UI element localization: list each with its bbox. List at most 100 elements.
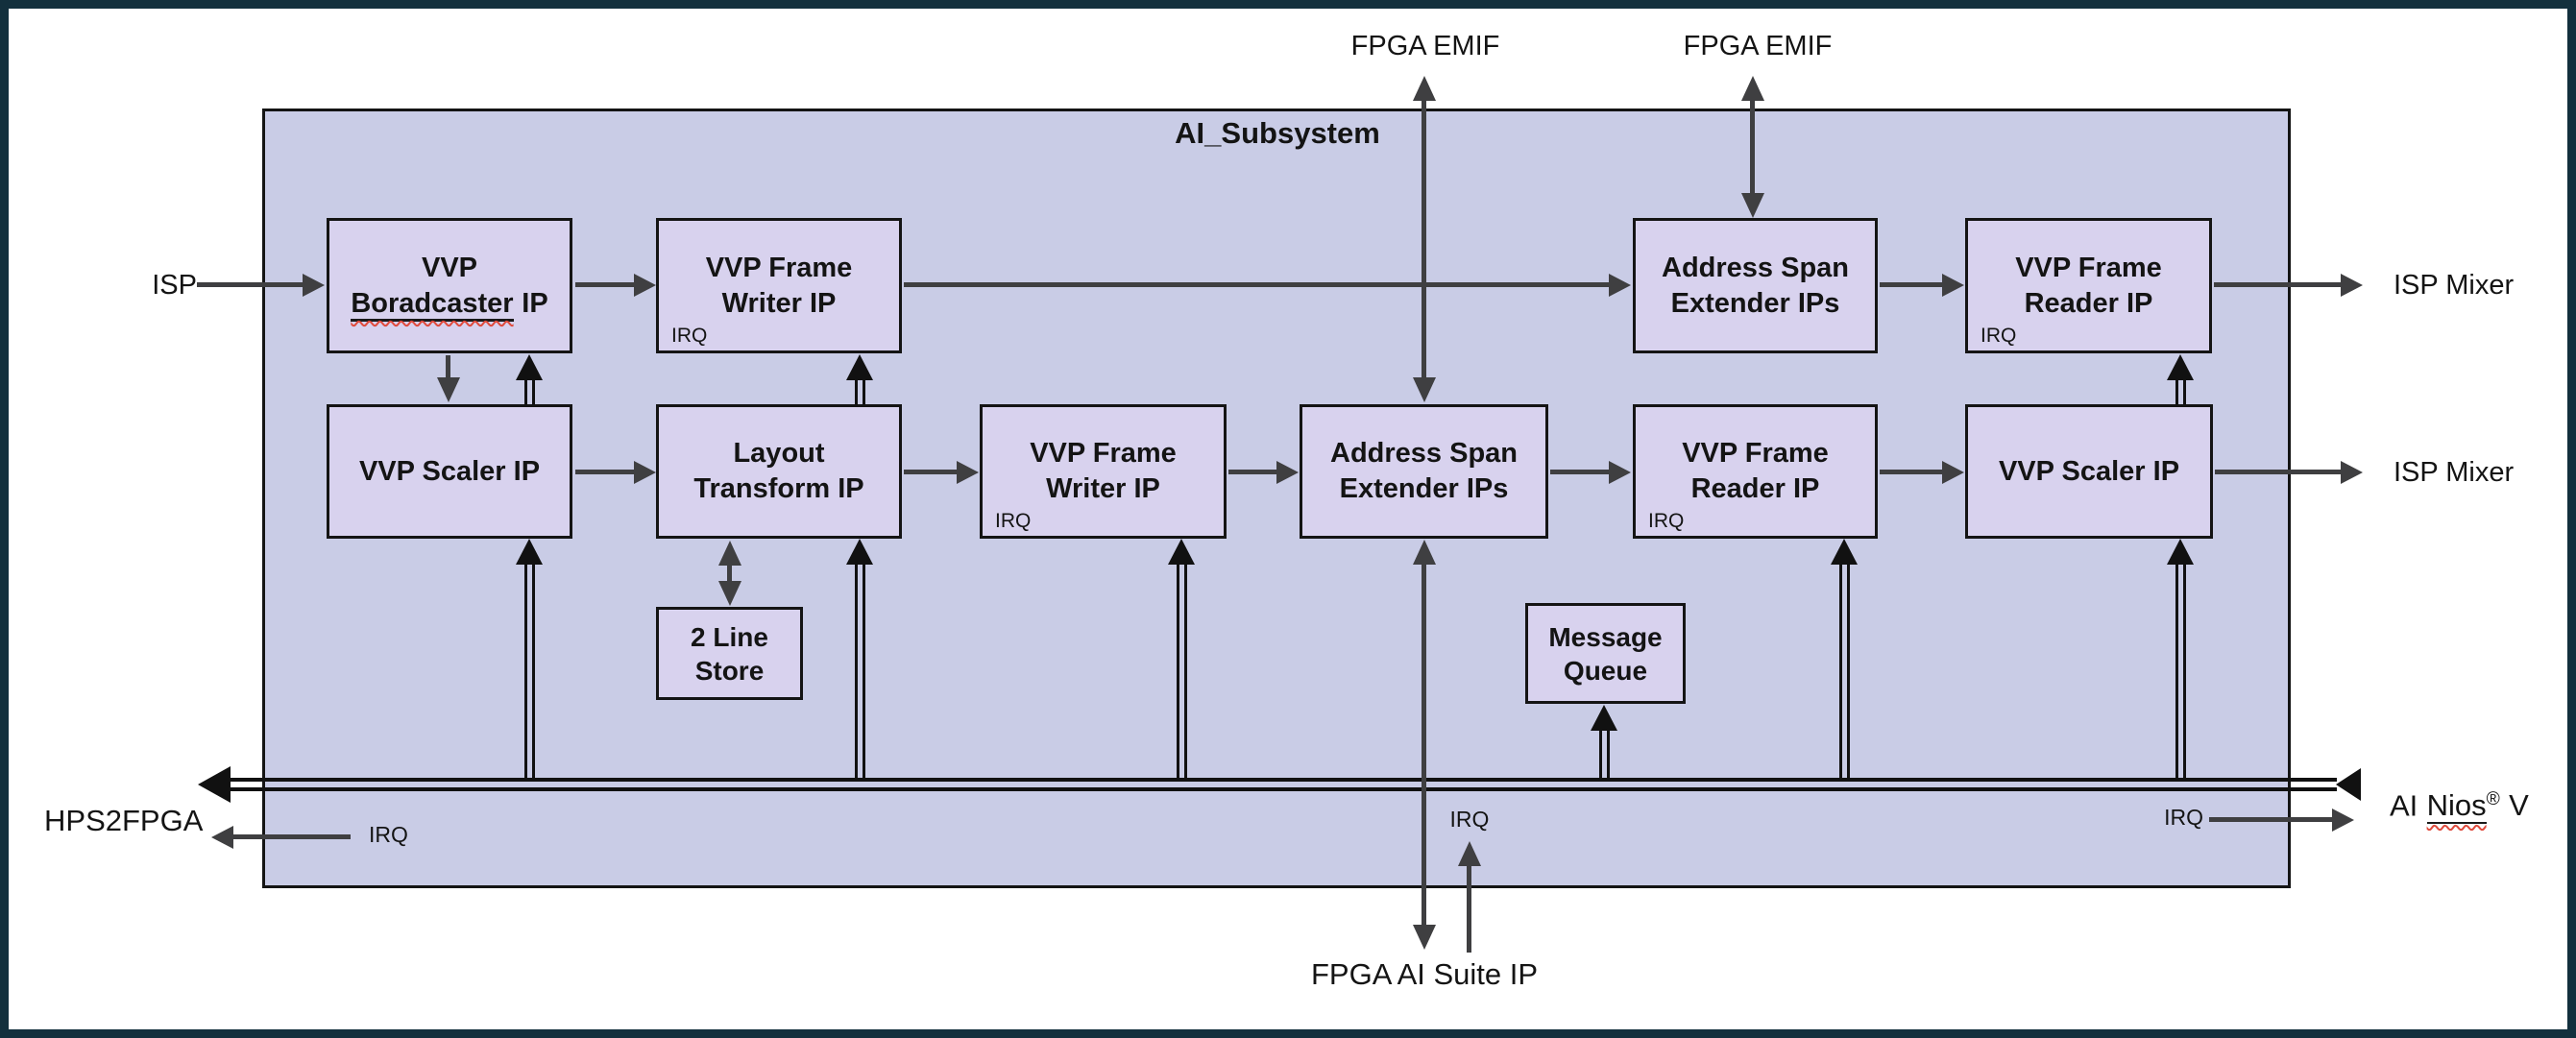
bus-arrowhead-right-icon <box>2336 768 2361 801</box>
block-vvp-frame-writer-2: VVP Frame Writer IP IRQ <box>980 404 1227 539</box>
conn-isp-to-broadcaster <box>197 282 303 287</box>
block-label: VVP Frame <box>2015 252 2162 283</box>
conn-emif-right-addrspan1 <box>1750 99 1755 195</box>
block-label: 2 Line <box>691 621 768 652</box>
conn-bus-to-scaler2 <box>2175 563 2186 782</box>
conn-bus-to-messagequeue <box>1599 729 1610 782</box>
arrowhead-right-icon <box>957 461 979 484</box>
arrowhead-right-icon <box>1942 461 1964 484</box>
conn-broadcaster-to-framewriter1 <box>575 282 634 287</box>
arrowhead-up-black-icon <box>516 354 543 380</box>
label-irq-center: IRQ <box>1449 807 1490 832</box>
conn-emif-left-addrspan2 <box>1422 99 1426 379</box>
block-message-queue: Message Queue <box>1525 603 1686 704</box>
label-fpga-emif-left: FPGA EMIF <box>1350 31 1500 61</box>
arrowhead-down-icon <box>1741 193 1764 218</box>
arrowhead-down-icon <box>1413 377 1436 402</box>
block-vvp-frame-reader-2: VVP Frame Reader IP IRQ <box>1633 404 1878 539</box>
arrowhead-right-icon <box>2332 809 2354 832</box>
block-2-line-store: 2 Line Store <box>656 607 803 700</box>
block-label-line2: Extender IPs <box>1339 473 1509 504</box>
block-label-line2: Reader IP <box>1690 473 1820 504</box>
block-label-line2: Queue <box>1563 655 1648 686</box>
block-label: VVP Scaler IP <box>1998 455 2180 487</box>
conn-addrspan1-to-framereader1 <box>1880 282 1942 287</box>
label-isp-mixer-top: ISP Mixer <box>2394 270 2515 301</box>
conn-addrspan2-aisuite <box>1422 563 1426 928</box>
label-irq-left: IRQ <box>369 822 408 847</box>
irq-label: IRQ <box>671 325 708 347</box>
conn-framewriter1-to-addrspan1 <box>904 282 1609 287</box>
label-isp-mixer-bottom: ISP Mixer <box>2394 457 2515 488</box>
block-label: VVP <box>421 252 478 283</box>
block-label-line2: Writer IP <box>721 287 837 319</box>
block-label: Address Span <box>1330 438 1518 469</box>
block-label: VVP Frame <box>1030 438 1177 469</box>
label-fpga-emif-right: FPGA EMIF <box>1683 31 1833 61</box>
arrowhead-down-icon <box>1413 925 1436 950</box>
block-addr-span-extender-1: Address Span Extender IPs <box>1633 218 1878 353</box>
conn-bus-to-scaler1 <box>524 563 535 782</box>
arrowhead-down-icon <box>718 581 741 606</box>
arrowhead-right-icon <box>634 274 656 297</box>
ai-nios-registered-icon: ® <box>2486 789 2500 809</box>
arrowhead-right-icon <box>303 274 325 297</box>
arrowhead-up-black-icon <box>846 539 873 565</box>
irq-label: IRQ <box>1981 325 2017 347</box>
conn-bus-to-layouttransform <box>855 563 865 782</box>
conn-framereader2-to-scaler2 <box>1880 470 1942 474</box>
label-fpga-ai-suite: FPGA AI Suite IP <box>1310 957 1539 991</box>
arrowhead-up-black-icon <box>1168 539 1195 565</box>
conn-scaler2-to-ispmixer-bottom <box>2215 470 2341 474</box>
block-label-suffix: IP <box>522 287 548 319</box>
block-vvp-scaler-2: VVP Scaler IP <box>1965 404 2213 539</box>
block-addr-span-extender-2: Address Span Extender IPs <box>1300 404 1548 539</box>
conn-scaler1-to-broadcaster-irqline <box>524 378 535 404</box>
arrowhead-right-icon <box>1609 461 1631 484</box>
label-irq-right: IRQ <box>2164 805 2203 830</box>
block-label-line2: Extender IPs <box>1670 287 1840 319</box>
conn-framereader1-to-ispmixer-top <box>2214 282 2341 287</box>
arrowhead-down-icon <box>437 377 460 402</box>
block-label: Layout <box>733 438 825 469</box>
ai-nios-prefix: AI <box>2390 788 2418 823</box>
arrowhead-right-icon <box>1609 274 1631 297</box>
ai-nios-suffix: V <box>2509 788 2529 823</box>
conn-scaler2-to-framereader1 <box>2175 378 2186 404</box>
arrowhead-up-icon <box>1413 76 1436 101</box>
block-label: Message <box>1548 621 1663 652</box>
block-label: Address Span <box>1662 252 1849 283</box>
label-isp: ISP <box>152 270 197 301</box>
irq-label: IRQ <box>995 510 1032 532</box>
block-label-line2: Writer IP <box>1046 473 1160 504</box>
block-label-line2: Transform IP <box>693 473 864 504</box>
conn-layouttransform-to-framewriter2 <box>904 470 957 474</box>
ai-subsystem-container <box>262 109 2291 888</box>
irq-label: IRQ <box>1648 510 1685 532</box>
conn-addrspan2-to-framereader2 <box>1550 470 1609 474</box>
block-vvp-frame-reader-1: VVP Frame Reader IP IRQ <box>1965 218 2212 353</box>
conn-layouttransform-linestore <box>727 562 732 584</box>
arrowhead-up-black-icon <box>1591 705 1617 731</box>
conn-broadcaster-to-scaler1 <box>446 355 450 380</box>
conn-aisuite-irq-up <box>1467 864 1471 953</box>
block-label-line2: Reader IP <box>2024 287 2153 319</box>
conn-bus-to-framereader2 <box>1839 563 1850 782</box>
block-vvp-frame-writer-1: VVP Frame Writer IP IRQ <box>656 218 902 353</box>
conn-scaler1-to-layouttransform <box>575 470 634 474</box>
arrowhead-up-icon <box>718 541 741 566</box>
arrowhead-up-icon <box>1458 841 1481 866</box>
arrowhead-right-icon <box>2341 461 2363 484</box>
arrowhead-up-black-icon <box>2167 354 2194 380</box>
block-label: VVP Scaler IP <box>358 455 541 487</box>
bus-arrowhead-left-icon <box>198 766 231 803</box>
misspelled-word: Boradcaster <box>351 287 514 322</box>
conn-framewriter2-to-addrspan2 <box>1228 470 1276 474</box>
conn-bus-to-framewriter2 <box>1177 563 1187 782</box>
bus-line-bottom <box>230 787 2337 791</box>
arrowhead-right-icon <box>2341 274 2363 297</box>
